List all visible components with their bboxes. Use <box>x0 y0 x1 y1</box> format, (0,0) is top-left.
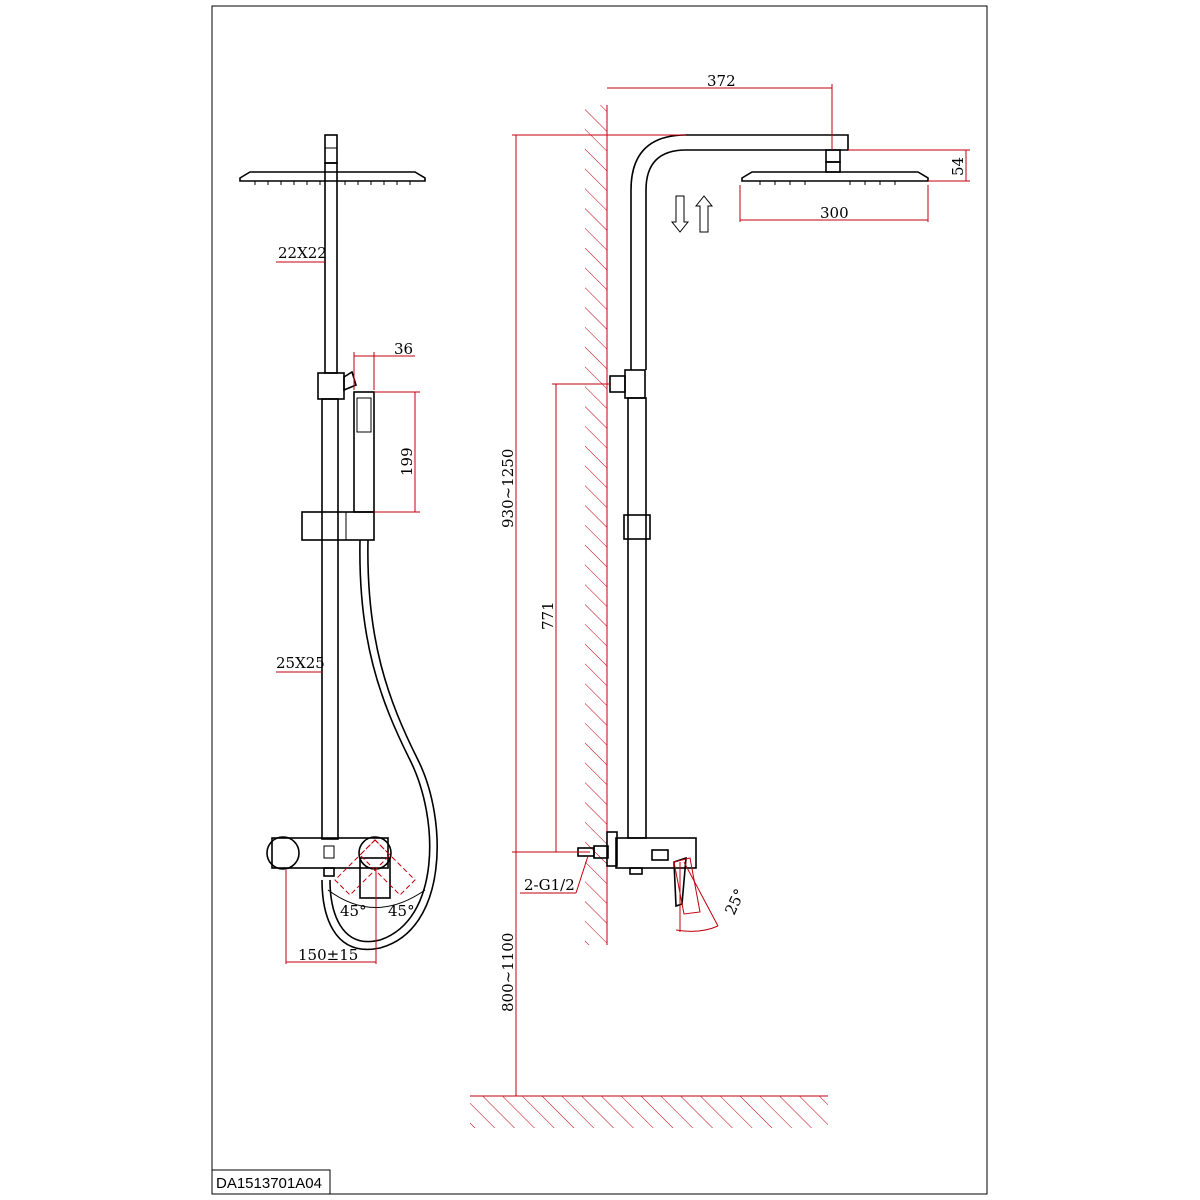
pipe-bracket <box>317 372 345 400</box>
lower-pipe <box>321 398 339 840</box>
showerhead-height: 54 <box>949 157 967 176</box>
wall-bracket <box>624 369 646 399</box>
upper-pipe-size: 22X22 <box>278 244 327 262</box>
side-lower-pipe <box>627 397 647 839</box>
bracket-to-inlet: 771 <box>539 601 557 630</box>
left-handle-angle: 45° <box>340 902 367 920</box>
shower-hose <box>329 539 431 943</box>
top-connector <box>324 134 338 164</box>
showerhead-side <box>741 161 929 185</box>
showerhead-size: 300 <box>820 204 849 222</box>
right-handle-angle: 45° <box>388 902 415 920</box>
handshower-length: 199 <box>398 447 416 476</box>
lever-arc <box>675 925 719 932</box>
inlet-connection: 2-G1/2 <box>524 876 575 894</box>
title-block <box>211 1169 331 1195</box>
lever-angle: 25° <box>721 886 749 918</box>
wall <box>585 105 607 945</box>
mixer-side <box>577 831 701 915</box>
showerhead-front <box>239 171 426 185</box>
side-view: 25° 372 300 54 930~1250 771 800~1100 2-G… <box>470 72 970 1128</box>
floor <box>470 1096 828 1128</box>
lower-pipe-size: 25X25 <box>276 654 325 672</box>
sheet-frame <box>211 5 988 1195</box>
handshower-width: 36 <box>394 340 413 358</box>
up-down-arrows-icon <box>670 195 714 233</box>
drawing-code: DA1513701A04 <box>216 1175 322 1192</box>
height-adjust-range: 930~1250 <box>499 449 517 528</box>
inlet-spacing: 150±15 <box>298 946 358 964</box>
arm-projection: 372 <box>707 72 736 90</box>
upper-pipe <box>324 162 338 374</box>
slider-holder <box>301 511 375 541</box>
shower-arm <box>630 134 849 370</box>
front-view: 45° 45° 22X22 25X25 36 199 150±15 <box>239 134 438 964</box>
mixer-height-range: 800~1100 <box>499 933 517 1012</box>
handshower <box>353 391 375 513</box>
